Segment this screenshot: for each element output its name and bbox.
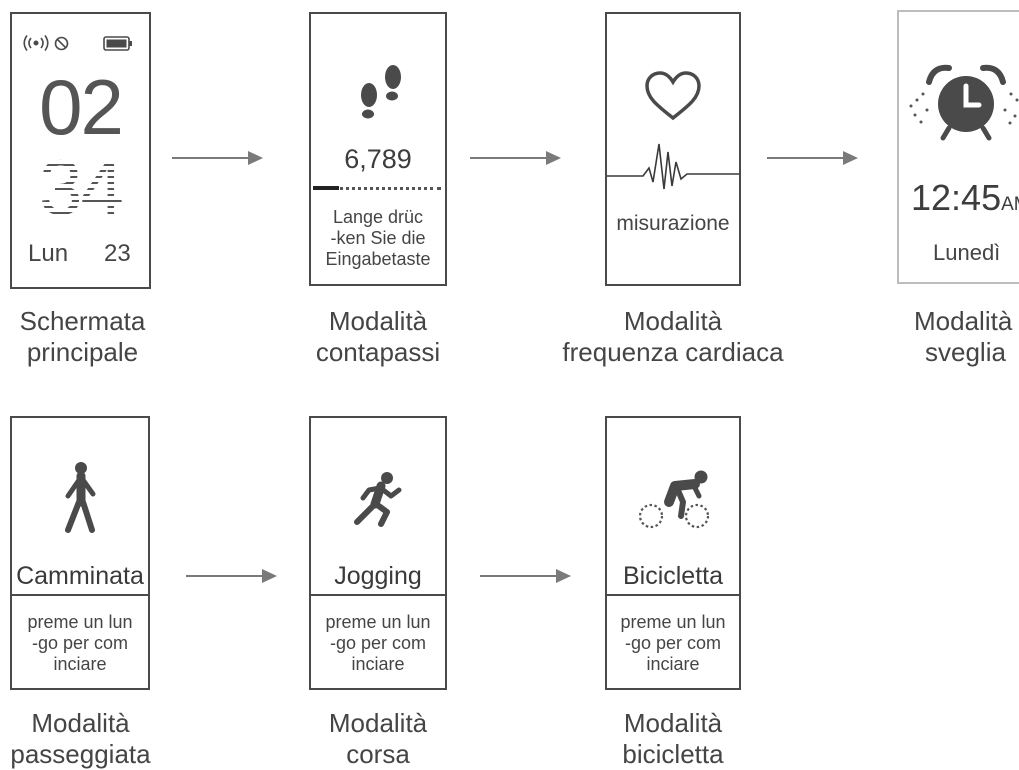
arrow-right-icon — [172, 151, 263, 165]
alarm-caption: Modalità sveglia — [905, 306, 1019, 368]
date-label: 23 — [104, 240, 131, 267]
caption-line: Modalità — [914, 306, 1013, 336]
caption-line: Modalità — [31, 708, 130, 738]
heart-rate-caption: Modalità frequenza cardiaca — [548, 306, 798, 368]
jogging-hint: preme un lun -go per com inciare — [311, 612, 445, 675]
clock-hour: 02 — [39, 63, 124, 151]
step-counter-screen: 6,789 Lange drüc -ken Sie die Eingabetas… — [309, 12, 447, 286]
footprints-icon — [361, 65, 401, 119]
step-count: 6,789 — [344, 144, 412, 174]
alarm-ampm: AM — [1001, 194, 1019, 215]
divider — [607, 594, 739, 596]
cycling-caption: Modalità bicicletta — [595, 708, 751, 770]
hint-line: -ken Sie die — [330, 228, 426, 248]
hint-line: inciare — [53, 654, 107, 674]
running-person-icon — [354, 472, 402, 527]
caption-line: Modalità — [328, 708, 428, 738]
hint-line: inciare — [351, 654, 405, 674]
battery-icon — [103, 36, 132, 51]
arrow-right-icon — [186, 569, 277, 583]
caption-line: principale — [26, 337, 139, 367]
caption-line: passeggiata — [10, 739, 151, 769]
cycling-screen: Bicicletta preme un lun -go per com inci… — [605, 416, 741, 690]
divider — [311, 594, 445, 596]
clock-minute: 34 — [12, 146, 149, 228]
home-screen-caption: Schermata principale — [5, 306, 160, 368]
step-counter-caption: Modalità contapassi — [300, 306, 456, 368]
cycling-title: Bicicletta — [622, 562, 724, 590]
do-not-disturb-icon — [54, 36, 69, 51]
hint-line: Lange drüc — [332, 207, 424, 227]
hint-line: inciare — [646, 654, 700, 674]
cycling-hint: preme un lun -go per com inciare — [607, 612, 739, 675]
step-progress-track — [315, 187, 441, 190]
arrow-right-icon — [470, 151, 561, 165]
weekday-label: Lun — [28, 240, 69, 267]
jogging-caption: Modalità corsa — [300, 708, 456, 770]
caption-line: bicicletta — [622, 739, 724, 769]
walking-person-icon — [65, 462, 96, 533]
caption-line: Modalità — [623, 708, 723, 738]
alarm-screen: 12:45AM Lunedì — [897, 10, 1019, 284]
caption-line: frequenza cardiaca — [562, 337, 784, 367]
home-screen: 02 34 Lun 23 — [10, 12, 151, 289]
alarm-time: 12:45AM — [911, 178, 1019, 225]
caption-line: sveglia — [925, 337, 1006, 367]
heartbeat-line-icon — [607, 143, 739, 190]
caption-line: Schermata — [19, 306, 146, 336]
caption-line: Modalità — [623, 306, 723, 336]
cyclist-icon — [638, 470, 710, 529]
hint-line: -go per com — [329, 633, 427, 653]
measuring-label: misurazione — [616, 212, 730, 235]
walking-hint: preme un lun -go per com inciare — [12, 612, 148, 675]
hint-line: -go per com — [31, 633, 129, 653]
caption-line: corsa — [346, 739, 410, 769]
walking-title: Camminata — [16, 562, 144, 590]
step-hint: Lange drüc -ken Sie die Eingabetaste — [311, 207, 445, 270]
caption-line: Modalità — [328, 306, 428, 336]
alarm-time-value: 12:45 — [911, 177, 1002, 218]
hint-line: preme un lun — [620, 612, 726, 632]
caption-line: contapassi — [315, 337, 441, 367]
divider — [12, 594, 148, 596]
heart-icon — [645, 71, 701, 121]
hint-line: preme un lun — [27, 612, 133, 632]
hint-line: Eingabetaste — [325, 249, 431, 269]
step-progress-fill — [313, 186, 339, 190]
jogging-screen: Jogging preme un lun -go per com inciare — [309, 416, 447, 690]
arrow-right-icon — [480, 569, 571, 583]
hint-line: preme un lun — [325, 612, 431, 632]
heart-rate-screen: misurazione — [605, 12, 741, 286]
wireless-signal-icon — [23, 35, 49, 51]
walking-caption: Modalità passeggiata — [3, 708, 158, 770]
alarm-weekday: Lunedì — [933, 240, 1001, 265]
alarm-clock-icon — [909, 64, 1019, 141]
walking-screen: Camminata preme un lun -go per com incia… — [10, 416, 150, 690]
hint-line: -go per com — [624, 633, 722, 653]
arrow-right-icon — [767, 151, 858, 165]
jogging-title: Jogging — [334, 562, 422, 590]
